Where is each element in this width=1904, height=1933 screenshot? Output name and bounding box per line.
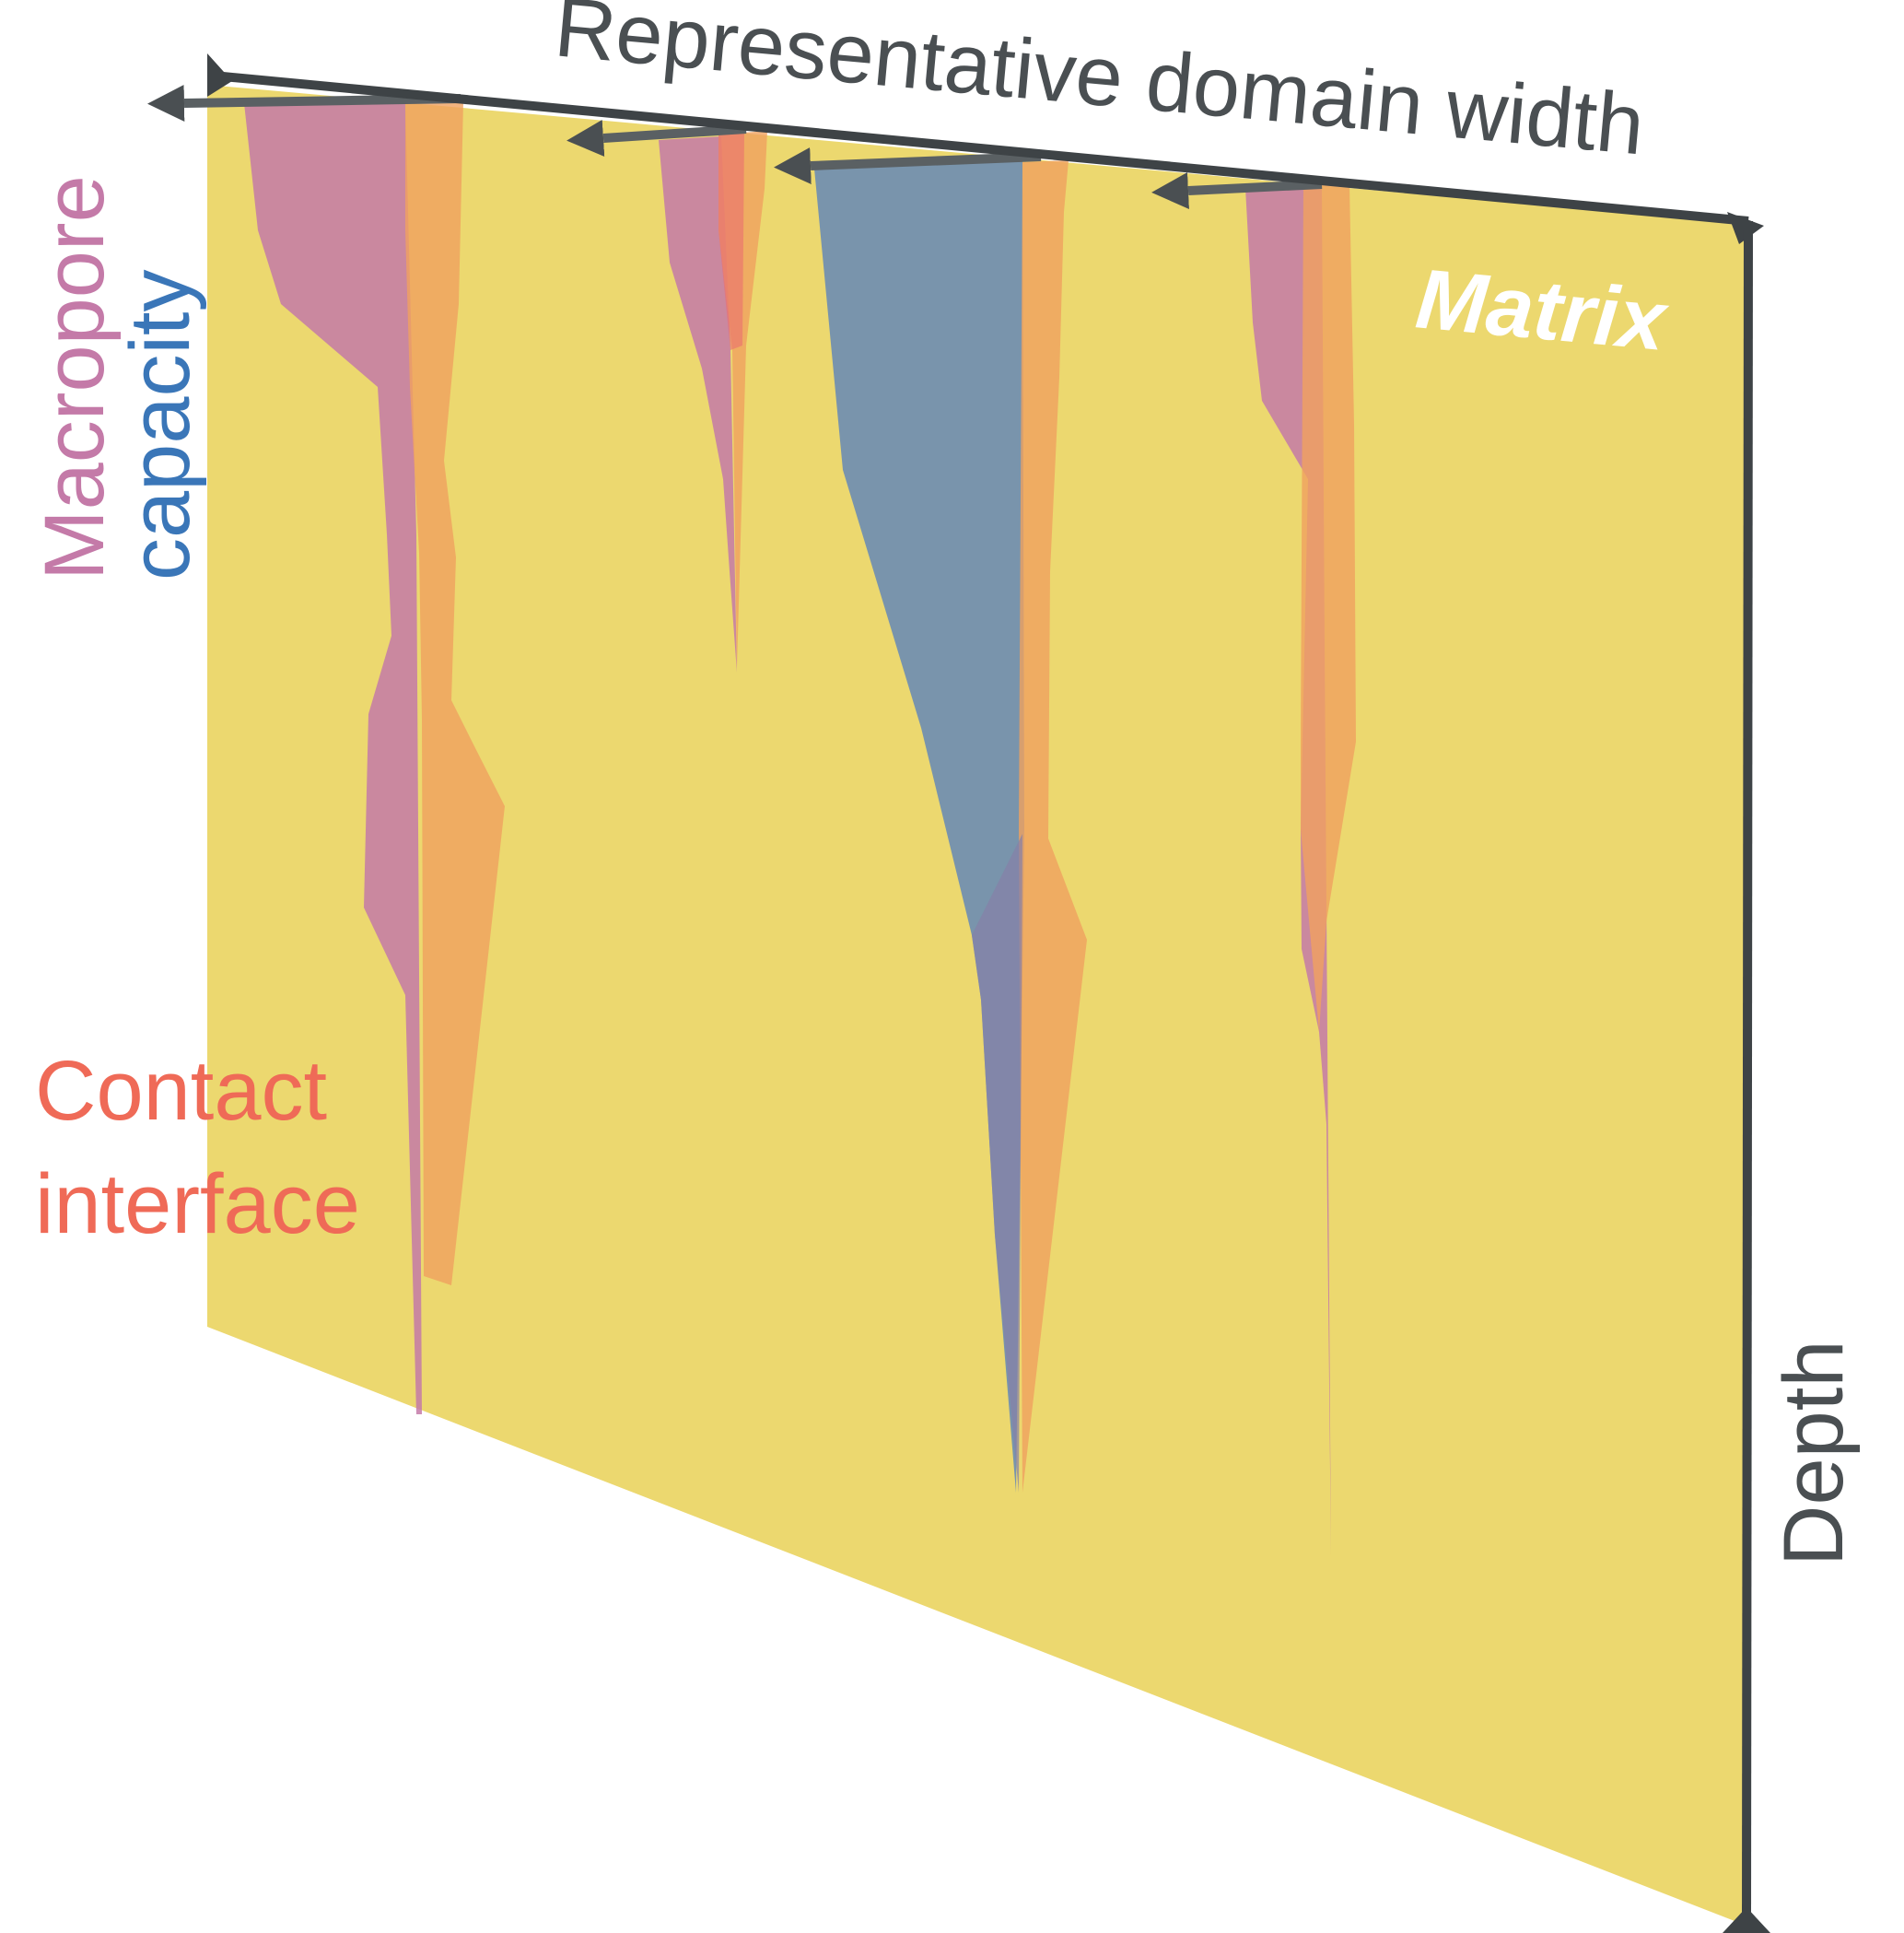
macropore-1-width-arrow: [147, 85, 461, 122]
domain-width-axis-left-cap: [207, 53, 232, 97]
macropore-3-capacity: [814, 158, 1024, 1493]
depth-label: Depth: [1767, 1341, 1861, 1567]
macropore-4-width-arrow: [1151, 172, 1323, 209]
macropore-2-width-arrow: [567, 120, 747, 157]
contact-interface-label-line1: Contact: [35, 1044, 327, 1138]
contact-interface-label-line2: interface: [35, 1157, 360, 1251]
capacity-label: capacity: [113, 270, 207, 581]
macropore-2-capacity: [659, 136, 737, 673]
depth-axis-bottom-cap: [1723, 1907, 1770, 1933]
macropore-3-contact: [1019, 160, 1087, 1493]
macropore-3-overlap: [972, 834, 1022, 1493]
macropore-1-contact: [405, 96, 505, 1285]
macropore-2-contact-overlap: [718, 132, 744, 350]
domain-width-axis: [222, 72, 1749, 226]
macropore-label: Macropore: [28, 175, 122, 580]
macropore-3-width-arrow: [774, 147, 1042, 184]
matrix-label: Matrix: [1412, 252, 1673, 369]
macropore-1-capacity: [244, 103, 422, 1414]
depth-axis: [1742, 220, 1753, 1922]
matrix-plane: [207, 85, 1746, 1926]
macropore-4-contact: [1301, 182, 1356, 1032]
